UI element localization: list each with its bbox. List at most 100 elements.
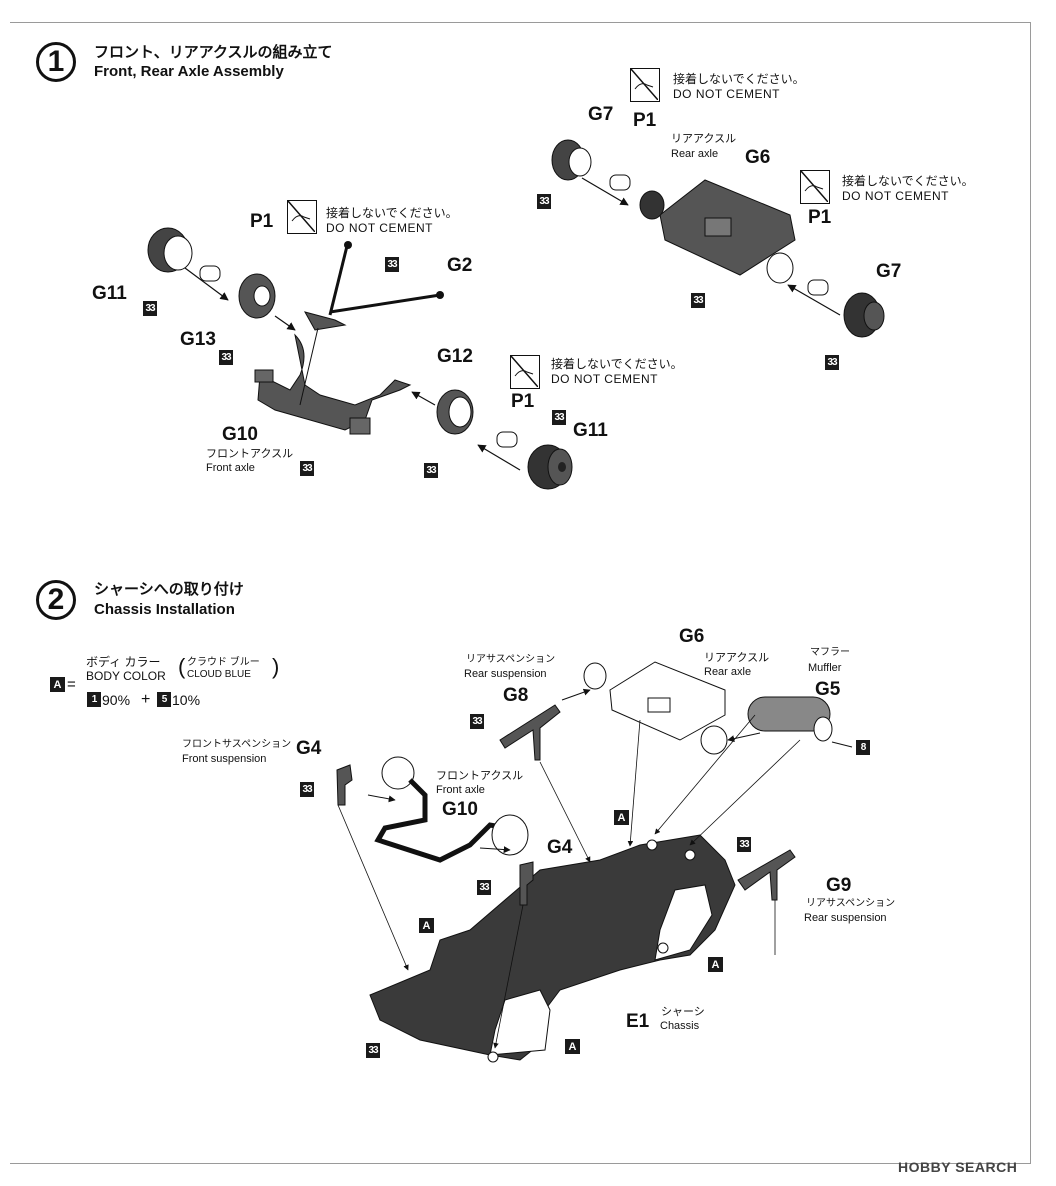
rear-axle-g6-step2 [583, 661, 728, 755]
tire-g11-front-left [147, 227, 193, 273]
color-code-33: 33 [477, 880, 491, 895]
caption-muffler-en: Muffler [808, 662, 842, 674]
caption-rear-susp-en: Rear suspension [804, 912, 887, 924]
plus-sign: + [141, 691, 151, 708]
caption-rear-axle-jp: リアアクスル [671, 133, 737, 145]
bushing-p1-front-left [199, 265, 221, 282]
color-code-33: 33 [691, 293, 705, 308]
part-label-p1: P1 [511, 391, 535, 412]
dnc-en-3: DO NOT CEMENT [842, 189, 949, 203]
paren-open: ( [178, 654, 186, 679]
color-letter-a: A [50, 677, 65, 692]
chassis-e1 [369, 834, 736, 1063]
part-label-g11: G11 [573, 420, 608, 441]
color-code-33: 33 [552, 410, 566, 425]
body-color-en: BODY COLOR [86, 669, 166, 683]
color-letter-a: A [419, 918, 434, 933]
do-not-cement-icon [630, 68, 660, 102]
paint-1-percent: 90% [102, 692, 131, 708]
caption-front-susp-jp: フロントサスペンション [182, 739, 292, 750]
caption-front-susp-en: Front suspension [182, 753, 267, 765]
dnc-en-4: DO NOT CEMENT [551, 372, 658, 386]
do-not-cement-icon [287, 200, 317, 234]
tire-g11-front-right [527, 444, 573, 490]
part-label-p1: P1 [250, 211, 274, 232]
color-code-33: 33 [737, 837, 751, 852]
step-1-title-jp: フロント、リアアクスルの組み立て [94, 44, 333, 61]
dnc-jp-4: 接着しないでください。 [551, 357, 683, 371]
step-2-number: 2 [36, 580, 76, 620]
step-2-title-en: Chassis Installation [94, 601, 235, 618]
step-1-number: 1 [36, 42, 76, 82]
dnc-jp-3: 接着しないでください。 [842, 174, 974, 188]
cloud-blue-en: CLOUD BLUE [187, 669, 251, 680]
color-letter-a: A [708, 957, 723, 972]
part-label-g10: G10 [222, 424, 258, 445]
caption-front-axle-en: Front axle [206, 462, 255, 474]
caption-muffler-jp: マフラー [810, 647, 850, 658]
caption-rear-axle-en: Rear axle [671, 148, 719, 160]
color-code-33: 33 [825, 355, 839, 370]
caption-chassis-jp: シャーシ [661, 1006, 705, 1018]
color-code-33: 33 [219, 350, 233, 365]
color-letter-a: A [614, 810, 629, 825]
rear-suspension-g9 [737, 849, 796, 901]
part-label-p1: P1 [808, 207, 832, 228]
paint-code-1: 1 [87, 692, 101, 707]
color-code-33: 33 [300, 461, 314, 476]
dnc-en-2: DO NOT CEMENT [673, 87, 780, 101]
caption-front-axle-en: Front axle [436, 784, 485, 796]
tire-g7-rear-right [843, 292, 885, 338]
muffler-g5 [747, 696, 853, 748]
bushing-p1-rear-right [807, 279, 829, 296]
rear-axle-g6 [639, 179, 796, 284]
part-label-g2: G2 [447, 255, 473, 276]
caption-rear-axle-jp: リアアクスル [704, 652, 770, 664]
caption-rear-susp-jp: リアサスペンション [806, 898, 896, 909]
part-label-g7: G7 [588, 104, 614, 125]
part-label-g4: G4 [296, 738, 322, 759]
part-label-e1: E1 [626, 1011, 650, 1032]
bushing-p1-front-right [496, 431, 518, 448]
color-code-33: 33 [300, 782, 314, 797]
caption-front-axle-jp: フロントアクスル [436, 770, 524, 782]
part-label-p1: P1 [633, 110, 657, 131]
bushing-p1-rear-left [609, 174, 631, 191]
part-label-g6: G6 [745, 147, 771, 168]
part-label-g5: G5 [815, 679, 841, 700]
equals-sign: = [67, 676, 76, 693]
tire-g7-rear-left [551, 139, 592, 181]
part-label-g7: G7 [876, 261, 902, 282]
page-frame [10, 22, 1031, 1164]
part-label-g9: G9 [826, 875, 852, 896]
cloud-blue-jp: クラウド ブルー [187, 657, 260, 668]
dnc-jp-1: 接着しないでください。 [326, 206, 458, 220]
caption-rear-axle-en: Rear axle [704, 666, 752, 678]
color-letter-a: A [565, 1039, 580, 1054]
part-label-g13: G13 [180, 329, 216, 350]
color-code-33: 33 [385, 257, 399, 272]
do-not-cement-icon [510, 355, 540, 389]
body-color-jp: ボディ カラー [86, 655, 161, 669]
color-code-33: 33 [143, 301, 157, 316]
color-code-33: 33 [366, 1043, 380, 1058]
caption-rear-susp-en: Rear suspension [464, 668, 547, 680]
dnc-jp-2: 接着しないでください。 [673, 72, 805, 86]
wheel-g12 [436, 389, 474, 435]
part-label-g8: G8 [503, 685, 529, 706]
do-not-cement-icon [800, 170, 830, 204]
front-suspension-g4-right [519, 861, 534, 906]
step-2-title-jp: シャーシへの取り付け [94, 581, 244, 598]
dnc-en-1: DO NOT CEMENT [326, 221, 433, 235]
rear-suspension-g8 [499, 704, 561, 761]
part-label-g4: G4 [547, 837, 573, 858]
caption-front-axle-jp: フロントアクスル [206, 448, 294, 460]
part-label-g10: G10 [442, 799, 478, 820]
paint-2-percent: 10% [172, 692, 201, 708]
part-label-g11: G11 [92, 283, 127, 304]
color-code-33: 33 [537, 194, 551, 209]
caption-chassis-en: Chassis [660, 1020, 700, 1032]
hobby-search-watermark: HOBBY SEARCH [898, 1159, 1018, 1175]
